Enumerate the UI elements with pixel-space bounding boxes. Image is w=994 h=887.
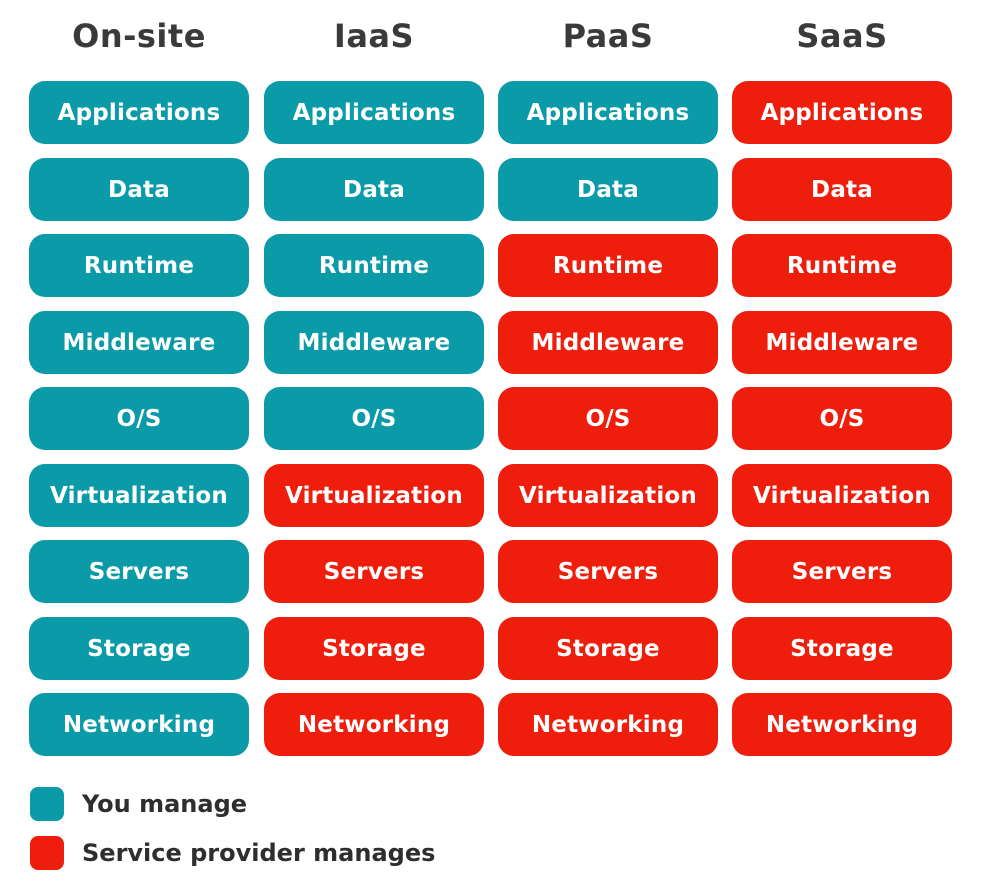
layer-iaas-data: Data	[264, 158, 484, 221]
layer-saas-servers: Servers	[732, 540, 952, 603]
legend-swatch-provider	[30, 836, 64, 870]
layer-saas-data: Data	[732, 158, 952, 221]
layer-saas-storage: Storage	[732, 617, 952, 680]
layer-paas-applications: Applications	[498, 81, 718, 144]
layer-on-site-o-s: O/S	[29, 387, 249, 450]
layer-saas-middleware: Middleware	[732, 311, 952, 374]
layer-on-site-applications: Applications	[29, 81, 249, 144]
legend-label-customer: You manage	[82, 790, 248, 818]
layer-on-site-networking: Networking	[29, 693, 249, 756]
layer-on-site-runtime: Runtime	[29, 234, 249, 297]
layer-paas-virtualization: Virtualization	[498, 464, 718, 527]
layer-saas-networking: Networking	[732, 693, 952, 756]
layer-on-site-servers: Servers	[29, 540, 249, 603]
layer-saas-o-s: O/S	[732, 387, 952, 450]
column-header-iaas: IaaS	[333, 17, 415, 55]
layer-on-site-middleware: Middleware	[29, 311, 249, 374]
layer-iaas-storage: Storage	[264, 617, 484, 680]
layer-saas-virtualization: Virtualization	[732, 464, 952, 527]
column-header-paas: PaaS	[562, 17, 654, 55]
layer-on-site-virtualization: Virtualization	[29, 464, 249, 527]
layer-iaas-middleware: Middleware	[264, 311, 484, 374]
layer-paas-runtime: Runtime	[498, 234, 718, 297]
layer-paas-middleware: Middleware	[498, 311, 718, 374]
layer-paas-networking: Networking	[498, 693, 718, 756]
layer-on-site-storage: Storage	[29, 617, 249, 680]
layer-iaas-o-s: O/S	[264, 387, 484, 450]
layer-saas-applications: Applications	[732, 81, 952, 144]
legend-label-provider: Service provider manages	[82, 839, 436, 867]
column-header-on-site: On-site	[72, 17, 206, 55]
layer-iaas-applications: Applications	[264, 81, 484, 144]
layer-iaas-servers: Servers	[264, 540, 484, 603]
column-header-saas: SaaS	[796, 17, 888, 55]
layer-paas-o-s: O/S	[498, 387, 718, 450]
layer-iaas-virtualization: Virtualization	[264, 464, 484, 527]
layer-paas-data: Data	[498, 158, 718, 221]
layer-iaas-runtime: Runtime	[264, 234, 484, 297]
layer-paas-storage: Storage	[498, 617, 718, 680]
layer-iaas-networking: Networking	[264, 693, 484, 756]
layer-paas-servers: Servers	[498, 540, 718, 603]
layer-on-site-data: Data	[29, 158, 249, 221]
layer-saas-runtime: Runtime	[732, 234, 952, 297]
legend-swatch-customer	[30, 787, 64, 821]
